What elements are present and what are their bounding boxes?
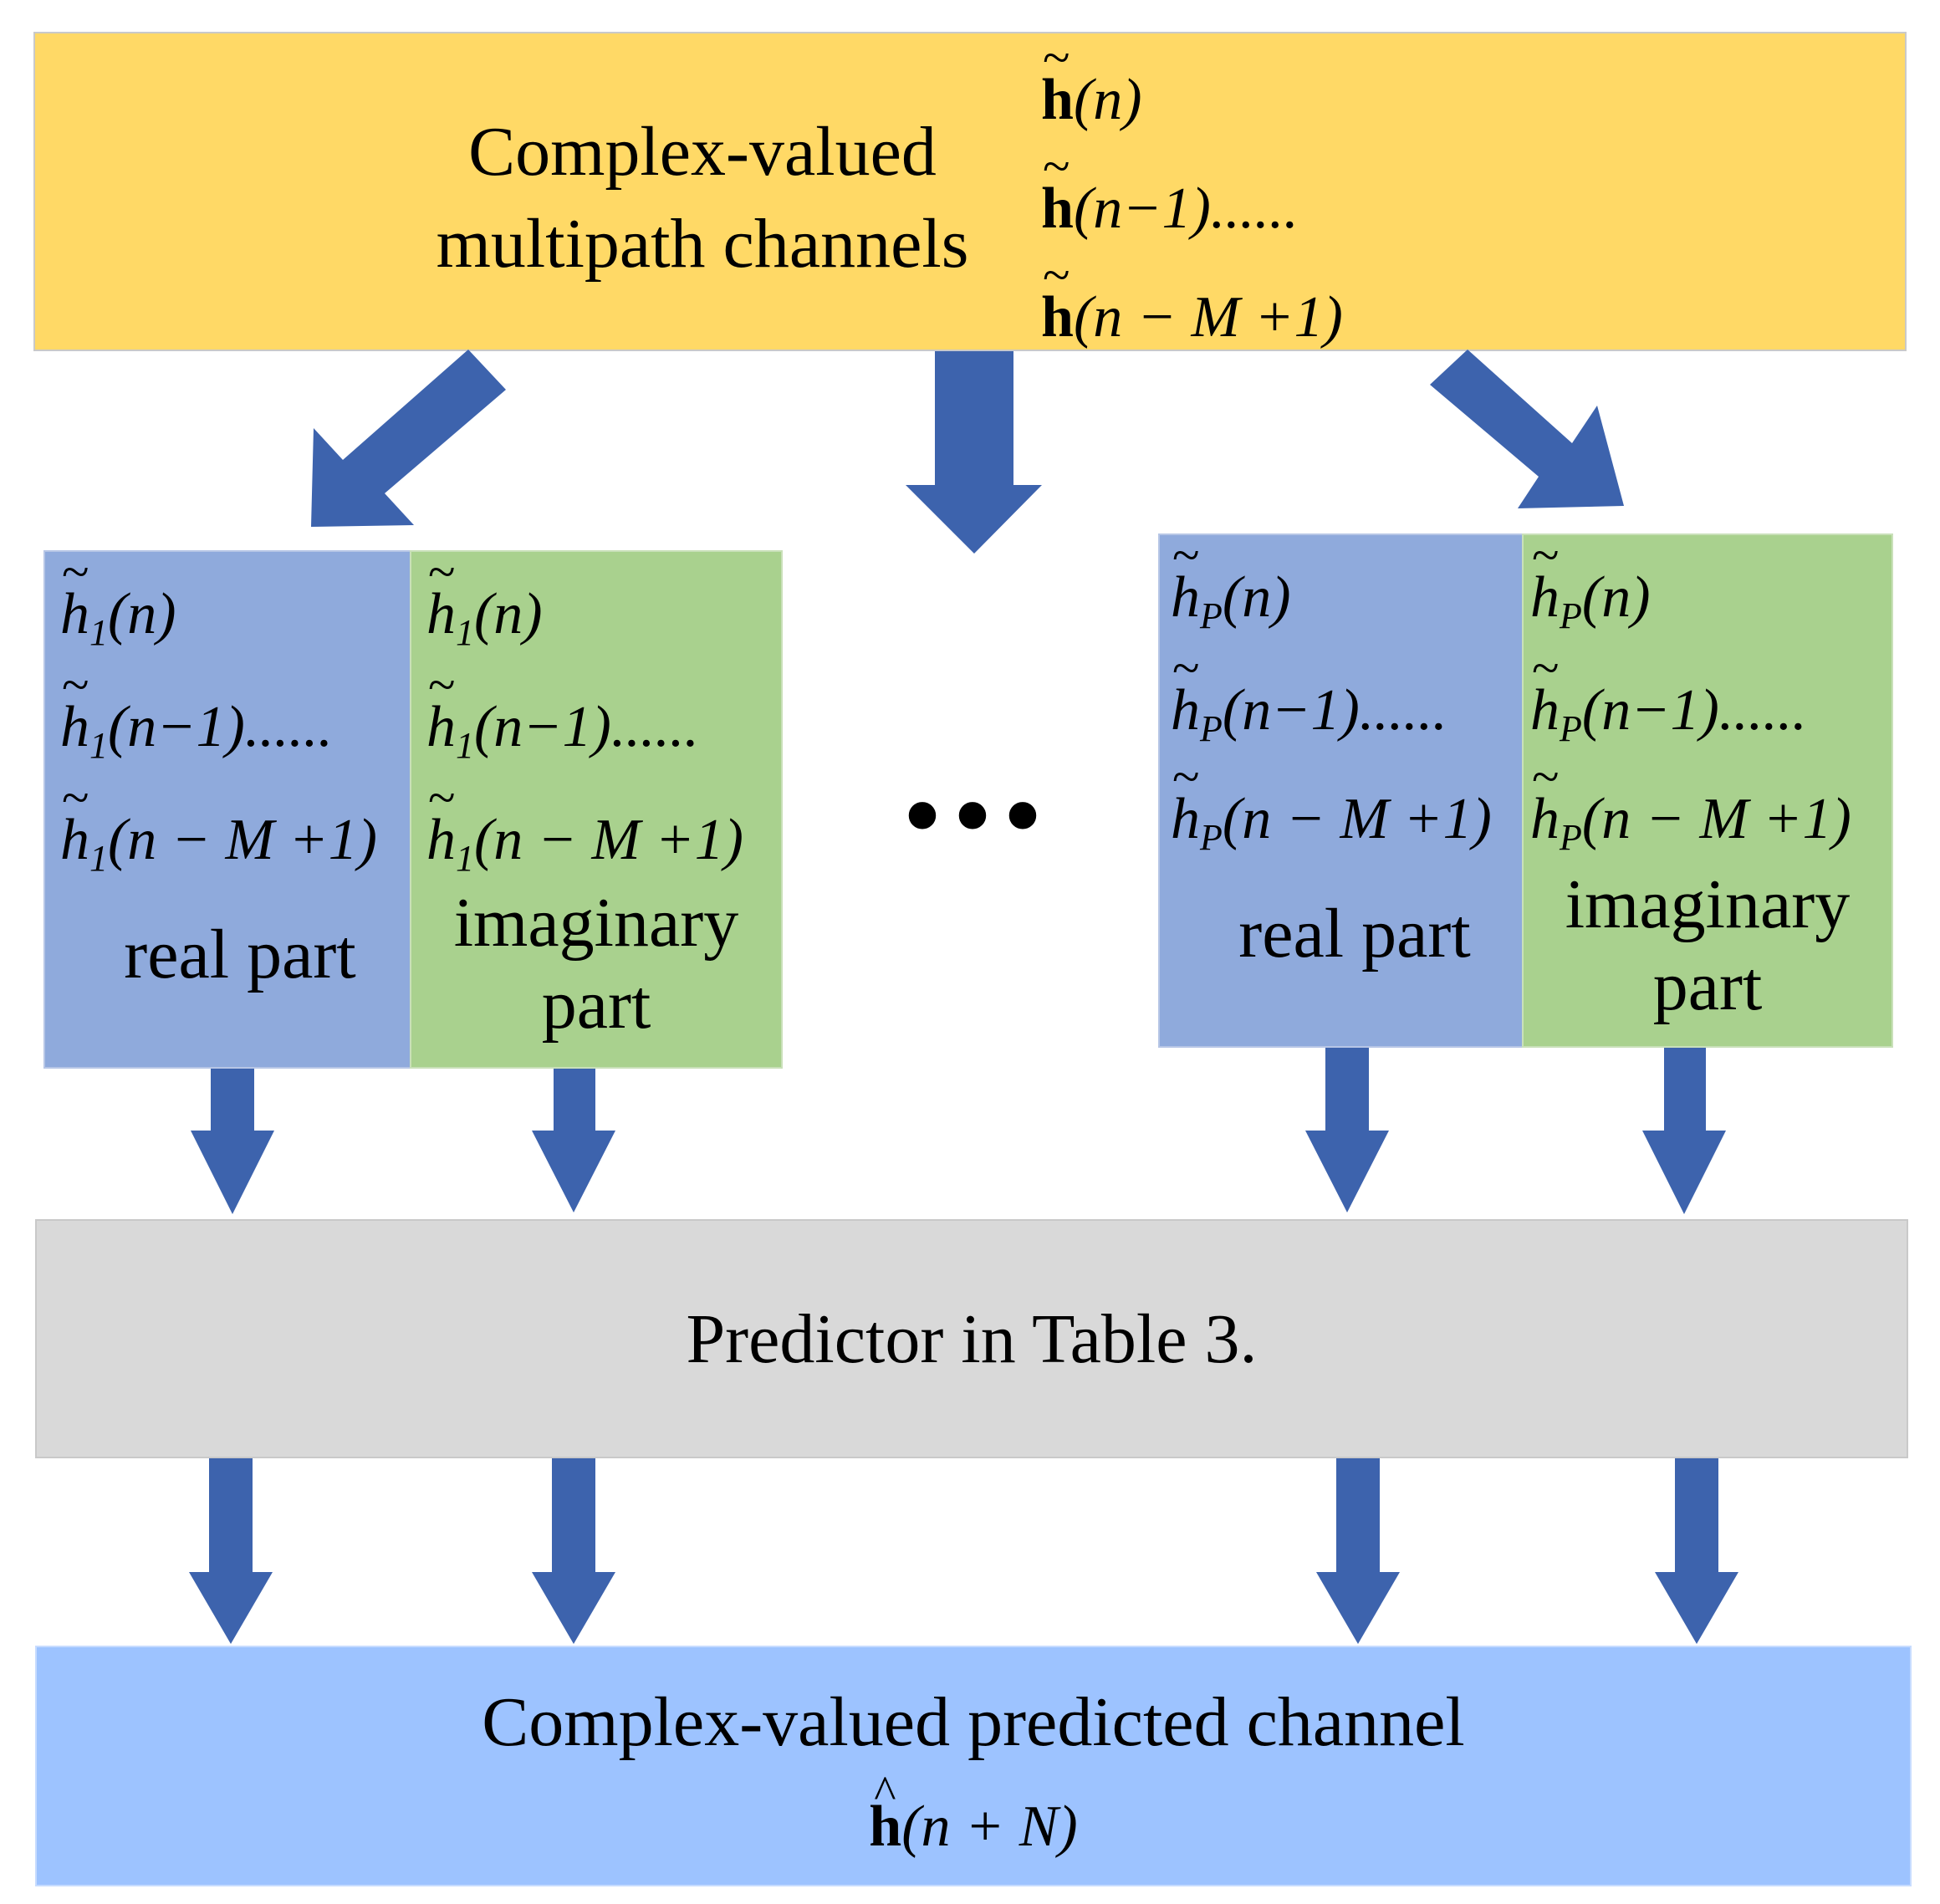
input-channels-box <box>33 32 1907 351</box>
arrow-down-icon <box>532 1069 615 1212</box>
left-real-eq3: h1(n − M +1) <box>60 773 377 877</box>
arrow-down-icon <box>189 1458 273 1644</box>
hP-tilde: h <box>1171 530 1200 627</box>
output-box <box>35 1646 1912 1886</box>
output-eq: h(n + N) <box>35 1769 1912 1856</box>
predictor-label: Predictor in Table 3. <box>686 1300 1258 1378</box>
left-imag-eq1: h1(n) <box>426 547 543 651</box>
right-imag-eq2: hP(n−1)...... <box>1530 643 1807 748</box>
right-real-part-label: real part <box>1238 895 1471 972</box>
h-tilde-vector: h <box>1041 141 1074 238</box>
hP-tilde: h <box>1530 752 1560 849</box>
right-real-eq1: hP(n) <box>1171 530 1291 635</box>
left-real-eq1: h1(n) <box>60 547 176 651</box>
left-imag-eq3: h1(n − M +1) <box>426 773 743 877</box>
predictor-box <box>35 1219 1908 1458</box>
h1-tilde: h <box>60 547 89 644</box>
input-eq-n-1: h(n−1)...... <box>1041 141 1299 238</box>
left-imaginary-part-box <box>410 550 783 1069</box>
right-real-eq3: hP(n − M +1) <box>1171 752 1492 856</box>
left-imag-eq2: h1(n−1)...... <box>426 660 699 764</box>
left-real-eq2: h1(n−1)...... <box>60 660 333 764</box>
arrow-down-icon <box>532 1458 615 1644</box>
h1-tilde: h <box>426 547 456 644</box>
h1-tilde: h <box>426 773 456 870</box>
h1-tilde: h <box>426 660 456 757</box>
input-eq-n-1-arg: (n−1)...... <box>1073 176 1299 241</box>
left-imag-label-line2: part <box>541 966 651 1044</box>
h1-tilde: h <box>60 773 89 870</box>
hP-tilde: h <box>1171 752 1200 849</box>
left-real-part-label: real part <box>124 916 356 993</box>
arrow-down-center-icon <box>906 351 1042 554</box>
right-real-part-box <box>1158 533 1524 1048</box>
hP-tilde: h <box>1171 643 1200 740</box>
input-eq-n: h(n) <box>1041 33 1142 132</box>
output-eq-arg: (n + N) <box>901 1794 1078 1859</box>
h-tilde-vector: h <box>1041 250 1074 347</box>
input-eq-n-m-1-arg: (n − M +1) <box>1073 285 1343 350</box>
right-imag-label-line1: imaginary <box>1565 865 1851 943</box>
arrow-down-icon <box>1655 1458 1738 1644</box>
left-imag-label-line1: imaginary <box>453 884 739 962</box>
h-hat-vector: h <box>869 1769 901 1856</box>
arrow-down-icon <box>1642 1048 1726 1214</box>
right-imag-eq3: hP(n − M +1) <box>1530 752 1851 856</box>
hP-tilde: h <box>1530 530 1560 627</box>
left-real-part-box <box>43 550 411 1069</box>
output-title: Complex-valued predicted channel <box>482 1683 1465 1761</box>
right-imag-eq1: hP(n) <box>1530 530 1651 635</box>
h-tilde-vector: h <box>1041 33 1074 130</box>
ellipsis-dots: ••• <box>905 759 1056 870</box>
arrow-down-icon <box>1316 1458 1400 1644</box>
input-title-line1: Complex-valued <box>468 113 937 191</box>
hP-tilde: h <box>1530 643 1560 740</box>
right-imaginary-part-box <box>1522 533 1893 1048</box>
arrow-down-icon <box>191 1069 274 1214</box>
arrow-down-left-icon <box>311 350 506 527</box>
arrow-down-right-icon <box>1430 350 1624 508</box>
input-eq-n-m-1: h(n − M +1) <box>1041 250 1343 350</box>
right-real-eq2: hP(n−1)...... <box>1171 643 1447 748</box>
input-eq-n-arg: (n) <box>1073 68 1142 132</box>
h1-tilde: h <box>60 660 89 757</box>
arrow-down-icon <box>1305 1048 1389 1212</box>
right-imag-label-line2: part <box>1652 947 1763 1025</box>
input-title-line2: multipath channels <box>436 205 969 283</box>
